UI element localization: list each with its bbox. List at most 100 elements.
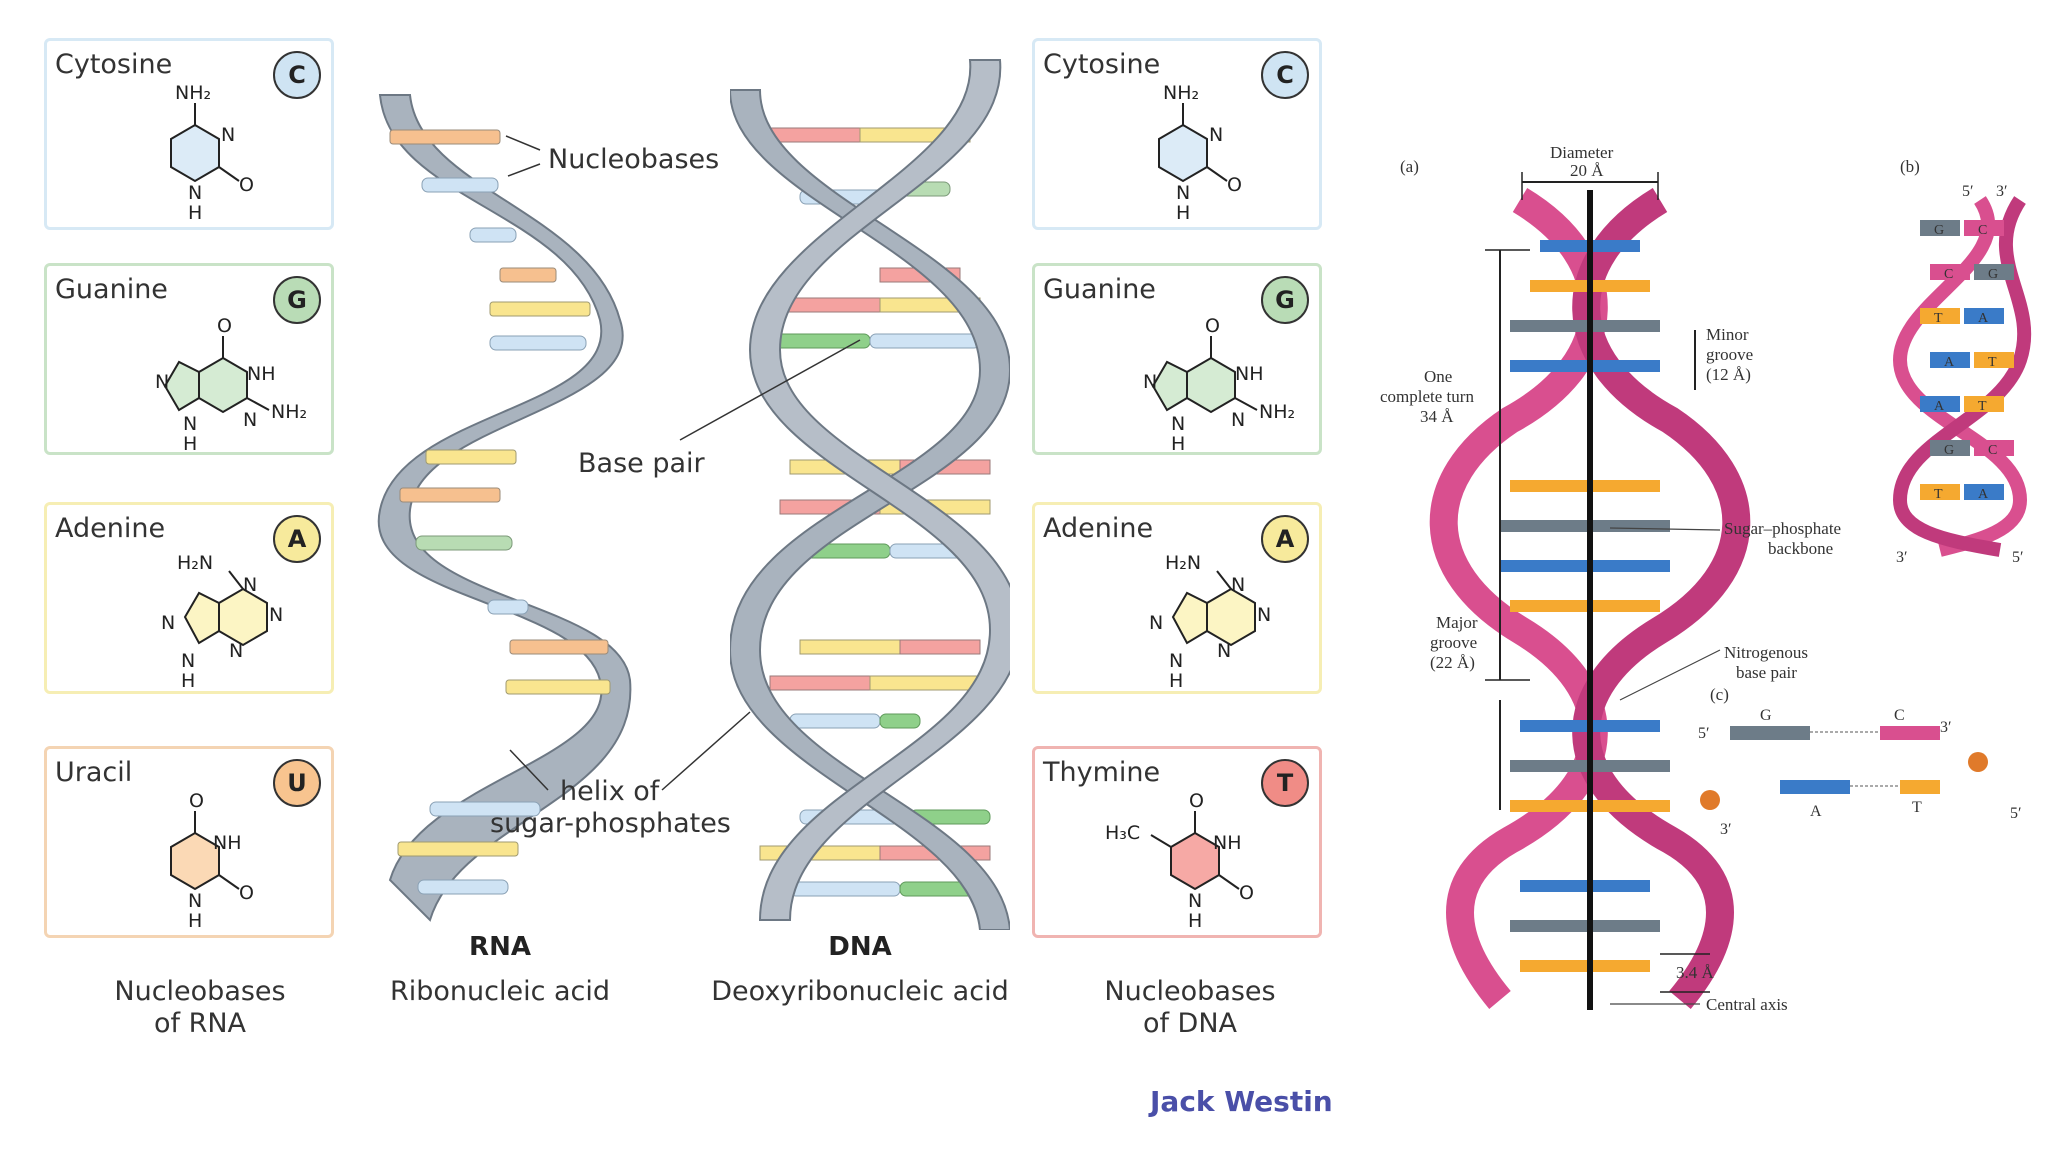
major-line2: groove [1430, 633, 1477, 652]
label-nucleobases: Nucleobases [548, 144, 720, 175]
panel-a-label: (a) [1400, 157, 1419, 176]
base-name: Thymine [1043, 757, 1161, 788]
svg-text:H₃C: H₃C [1105, 822, 1140, 844]
minor-line2: groove [1706, 345, 1753, 364]
turn-line2: complete turn [1380, 387, 1474, 406]
svg-text:NH₂: NH₂ [175, 82, 211, 104]
base-card-rna-adenine: Adenine A H₂N N N N N N H [44, 502, 334, 694]
axis-label: Central axis [1706, 995, 1788, 1014]
base-card-rna-cytosine: Cytosine C NH₂ N O N H [44, 38, 334, 230]
rna-base-stick [469, 227, 517, 243]
major-line1: Major [1436, 613, 1478, 632]
base-pair-bar [1500, 520, 1670, 532]
b-base-letter: T [1988, 355, 1997, 370]
base-name: Cytosine [55, 49, 173, 80]
b-base-letter: C [1978, 223, 1987, 238]
base-pair-bar [1520, 880, 1650, 892]
c-three-prime-right: 3′ [1940, 719, 1952, 736]
base-badge: A [1261, 515, 1309, 563]
b-base-block [1964, 484, 2004, 500]
svg-text:O: O [239, 882, 254, 904]
caption-line: of DNA [1142, 1008, 1238, 1039]
b-five-prime-top: 5′ [1962, 183, 1974, 200]
svg-text:O: O [239, 174, 254, 196]
b-base-letter: T [1978, 399, 1987, 414]
rna-base-stick [417, 879, 509, 895]
label-helix-line2: sugar-phosphates [490, 808, 731, 839]
svg-text:N: N [1257, 604, 1271, 626]
svg-text:N: N [1171, 413, 1185, 435]
svg-text:N: N [188, 182, 202, 204]
label-helix-line1: helix of [560, 776, 660, 807]
svg-text:O: O [1239, 882, 1254, 904]
rise-label: 3.4 Å [1676, 963, 1715, 982]
svg-text:H₂N: H₂N [177, 552, 213, 574]
rna-helix [377, 94, 632, 922]
rna-base-stick [489, 301, 591, 317]
base-card-dna-cytosine: Cytosine C NH₂ N O N H [1032, 38, 1322, 230]
svg-text:N: N [1217, 640, 1231, 662]
caption-rna-bases: Nucleobases of RNA [60, 976, 340, 1040]
b-base-block [1930, 440, 1970, 456]
base-pair-bar [1510, 600, 1660, 612]
base-name: Guanine [55, 274, 168, 305]
svg-text:H: H [188, 202, 202, 224]
b-base-block [1974, 440, 2014, 456]
rna-base-stick [489, 335, 587, 351]
svg-text:NH: NH [1213, 832, 1242, 854]
b-base-block [1974, 264, 2014, 280]
base-pair-bar [1510, 920, 1660, 932]
svg-text:N: N [183, 413, 197, 435]
b-three-prime-bottom: 3′ [1896, 549, 1908, 566]
base-badge: G [1261, 276, 1309, 324]
backbone-line2: backbone [1768, 539, 1833, 558]
cytosine-structure-icon: NH₂ N O N H [1158, 82, 1242, 224]
watermark-brand: Jack Westin [1150, 1085, 1333, 1118]
b-base-letter: T [1934, 311, 1943, 326]
rna-base-stick [487, 599, 529, 615]
svg-text:N: N [188, 890, 202, 912]
svg-text:N: N [243, 409, 257, 431]
minor-value: (12 Å) [1706, 365, 1751, 384]
backbone-line1: Sugar–phosphate [1724, 519, 1841, 538]
svg-text:N: N [243, 574, 257, 596]
phosphate-icon [1968, 752, 1988, 772]
svg-text:H: H [183, 433, 197, 452]
caption-line: of RNA [153, 1008, 247, 1039]
svg-text:NH₂: NH₂ [1259, 401, 1295, 423]
caption-rna-bold: RNA [469, 932, 531, 962]
svg-text:N: N [1231, 409, 1245, 431]
base-pair-bar [1510, 360, 1660, 372]
caption-line: Nucleobases [1104, 976, 1276, 1007]
bp-line1: Nitrogenous [1724, 643, 1808, 662]
b-base-block [1920, 396, 1960, 412]
base-card-dna-guanine: Guanine G O NH NH₂ N N N H [1032, 263, 1322, 455]
b-base-letter: G [1934, 223, 1944, 238]
svg-text:H: H [1188, 910, 1202, 932]
rna-base-stick [505, 679, 611, 695]
svg-text:O: O [1227, 174, 1242, 196]
rna-base-stick [429, 801, 541, 817]
turn-line1: One [1424, 367, 1452, 386]
base-name: Uracil [55, 757, 133, 788]
svg-text:N: N [155, 371, 169, 393]
c-t-label: T [1912, 799, 1922, 816]
dna-base-pair [899, 639, 981, 655]
b-three-prime-top: 3′ [1996, 183, 2008, 200]
rna-base-stick [389, 129, 501, 145]
b-base-block [1974, 352, 2014, 368]
base-card-dna-adenine: Adenine A H₂N N N N N N H [1032, 502, 1322, 694]
base-pair-bar [1500, 560, 1670, 572]
svg-text:N: N [1231, 574, 1245, 596]
svg-text:NH₂: NH₂ [271, 401, 307, 423]
b-base-block [1920, 308, 1960, 324]
rna-base-stick [425, 449, 517, 465]
b-base-block [1920, 220, 1960, 236]
svg-text:NH: NH [1235, 363, 1264, 385]
svg-text:N: N [161, 612, 175, 634]
base-name: Cytosine [1043, 49, 1161, 80]
thymine-structure-icon: O H₃C NH O N H [1105, 790, 1254, 932]
b-base-letter: G [1944, 443, 1954, 458]
svg-text:O: O [217, 315, 232, 337]
